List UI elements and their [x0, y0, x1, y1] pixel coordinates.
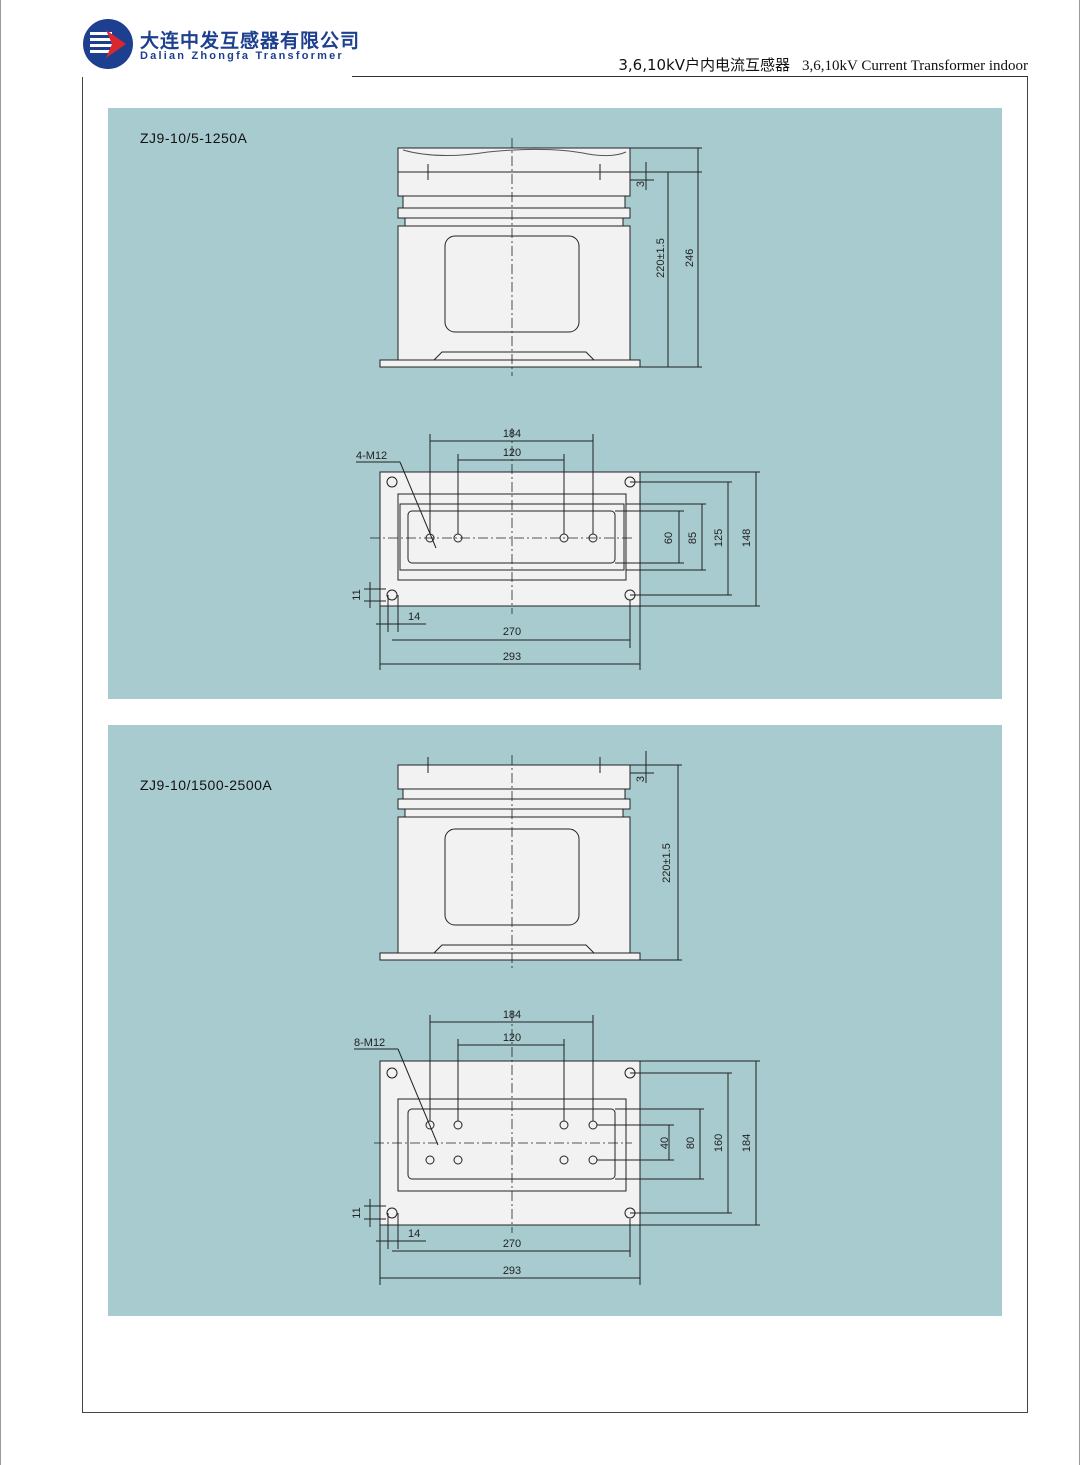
dim-label: 148: [741, 529, 753, 547]
dimension-labels: 3 220±1.5 246 184 120 4-M12 60 85 125 14…: [351, 181, 753, 663]
model-label: ZJ9-10/5-1250A: [140, 130, 248, 146]
dim-label: 14: [408, 611, 420, 623]
dim-label: 184: [503, 428, 521, 440]
dim-label: 160: [713, 1134, 725, 1152]
plan-view-terminal-plate: [407, 510, 616, 564]
header-rule: [352, 76, 1028, 77]
dim-label: 184: [503, 1009, 521, 1021]
dim-label: 293: [503, 1265, 521, 1277]
side-view-upper-plate: [397, 764, 631, 790]
page-title-english: 3,6,10kV Current Transformer indoor: [802, 58, 1028, 74]
technical-drawing-2: 3 220±1.5 184 120 8-M12 40 80 160 184 11…: [351, 751, 760, 1285]
dim-label: 40: [659, 1137, 671, 1149]
terminal-bolt: [425, 1155, 435, 1165]
terminal-bolt: [559, 1155, 569, 1165]
dim-label: 120: [503, 1032, 521, 1044]
dim-label: 14: [408, 1228, 420, 1240]
drawing-panel-2: ZJ9-10/1500-2500A: [108, 725, 1002, 1316]
dim-label: 80: [685, 1137, 697, 1149]
mounting-hole: [386, 589, 398, 601]
dim-label: 184: [741, 1134, 753, 1152]
dim-label: 120: [503, 447, 521, 459]
dim-label: 85: [687, 532, 699, 544]
dim-label: 11: [351, 589, 363, 600]
side-view-upper-plate: [397, 171, 631, 197]
left-page-edge: [0, 0, 1, 1465]
logo-emblem-icon: [83, 19, 133, 69]
dim-label: 3: [635, 181, 647, 187]
dim-label: 270: [503, 1238, 521, 1250]
drawing-panel-1: ZJ9-10/5-1250A: [108, 108, 1002, 699]
side-view-top-cap: [397, 147, 631, 173]
dim-label: 3: [635, 776, 647, 782]
company-name-english: Dalian Zhongfa Transformer: [140, 50, 344, 62]
company-logo: 大连中发互感器有限公司 Dalian Zhongfa Transformer: [82, 18, 382, 74]
mounting-hole: [386, 1207, 398, 1219]
page-frame: [82, 77, 1028, 1413]
mounting-hole: [386, 1067, 398, 1079]
dim-label: 60: [663, 532, 675, 544]
dim-label: 220±1.5: [655, 238, 667, 278]
mounting-hole: [386, 476, 398, 488]
dim-label: 270: [503, 626, 521, 638]
dim-label: 246: [684, 249, 696, 267]
technical-drawing-1: 3 220±1.5 246 184 120 4-M12 60 85 125 14…: [351, 138, 760, 670]
page-title-chinese: 3,6,10kV户内电流互感器: [618, 56, 791, 74]
model-label: ZJ9-10/1500-2500A: [140, 777, 273, 793]
company-name-chinese: 大连中发互感器有限公司: [140, 31, 361, 52]
dim-label: 11: [351, 1207, 363, 1218]
dim-label: 293: [503, 651, 521, 663]
dim-label: 220±1.5: [661, 843, 673, 883]
side-view-base: [379, 359, 641, 368]
page-title: 3,6,10kV户内电流互感器 3,6,10kV Current Transfor…: [618, 54, 1028, 75]
dim-label: 125: [713, 529, 725, 547]
side-view-base: [379, 952, 641, 961]
terminal-bolt: [453, 1155, 463, 1165]
dim-label: 8-M12: [354, 1037, 385, 1049]
dim-label: 4-M12: [356, 450, 387, 462]
plan-view-terminal-plate: [407, 1108, 616, 1180]
dimension-labels: 3 220±1.5 184 120 8-M12 40 80 160 184 11…: [351, 776, 753, 1277]
